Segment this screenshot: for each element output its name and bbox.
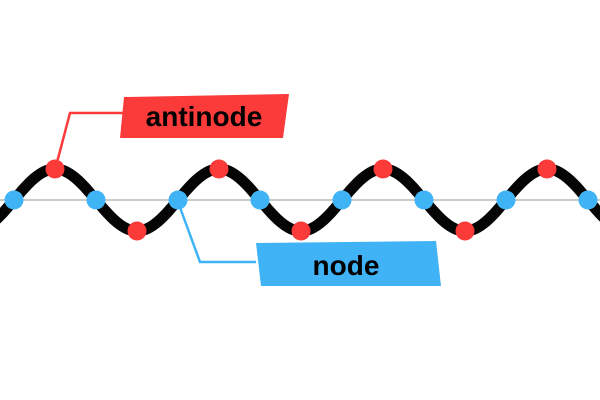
node-point (414, 190, 434, 210)
node-points (4, 190, 598, 210)
antinode-leader-line (53, 111, 124, 171)
antinode-point (537, 159, 557, 179)
node-point (250, 190, 270, 210)
node-point (86, 190, 106, 210)
antinode-label: antinode (120, 94, 289, 138)
node-point (4, 190, 24, 210)
node-point (496, 190, 516, 210)
node-label-box (256, 241, 441, 286)
node-point (332, 190, 352, 210)
antinode-points (45, 159, 557, 241)
antinode-point (127, 221, 147, 241)
node-point (578, 190, 598, 210)
antinode-label-box (120, 94, 289, 138)
node-point (168, 190, 188, 210)
antinode-point (291, 221, 311, 241)
antinode-point (45, 159, 65, 179)
antinode-point (209, 159, 229, 179)
node-leader-line (176, 201, 256, 264)
antinode-label-text: antinode (146, 101, 263, 132)
node-label: node (256, 241, 441, 286)
node-label-text: node (313, 250, 380, 281)
antinode-point (373, 159, 393, 179)
antinode-point (455, 221, 475, 241)
